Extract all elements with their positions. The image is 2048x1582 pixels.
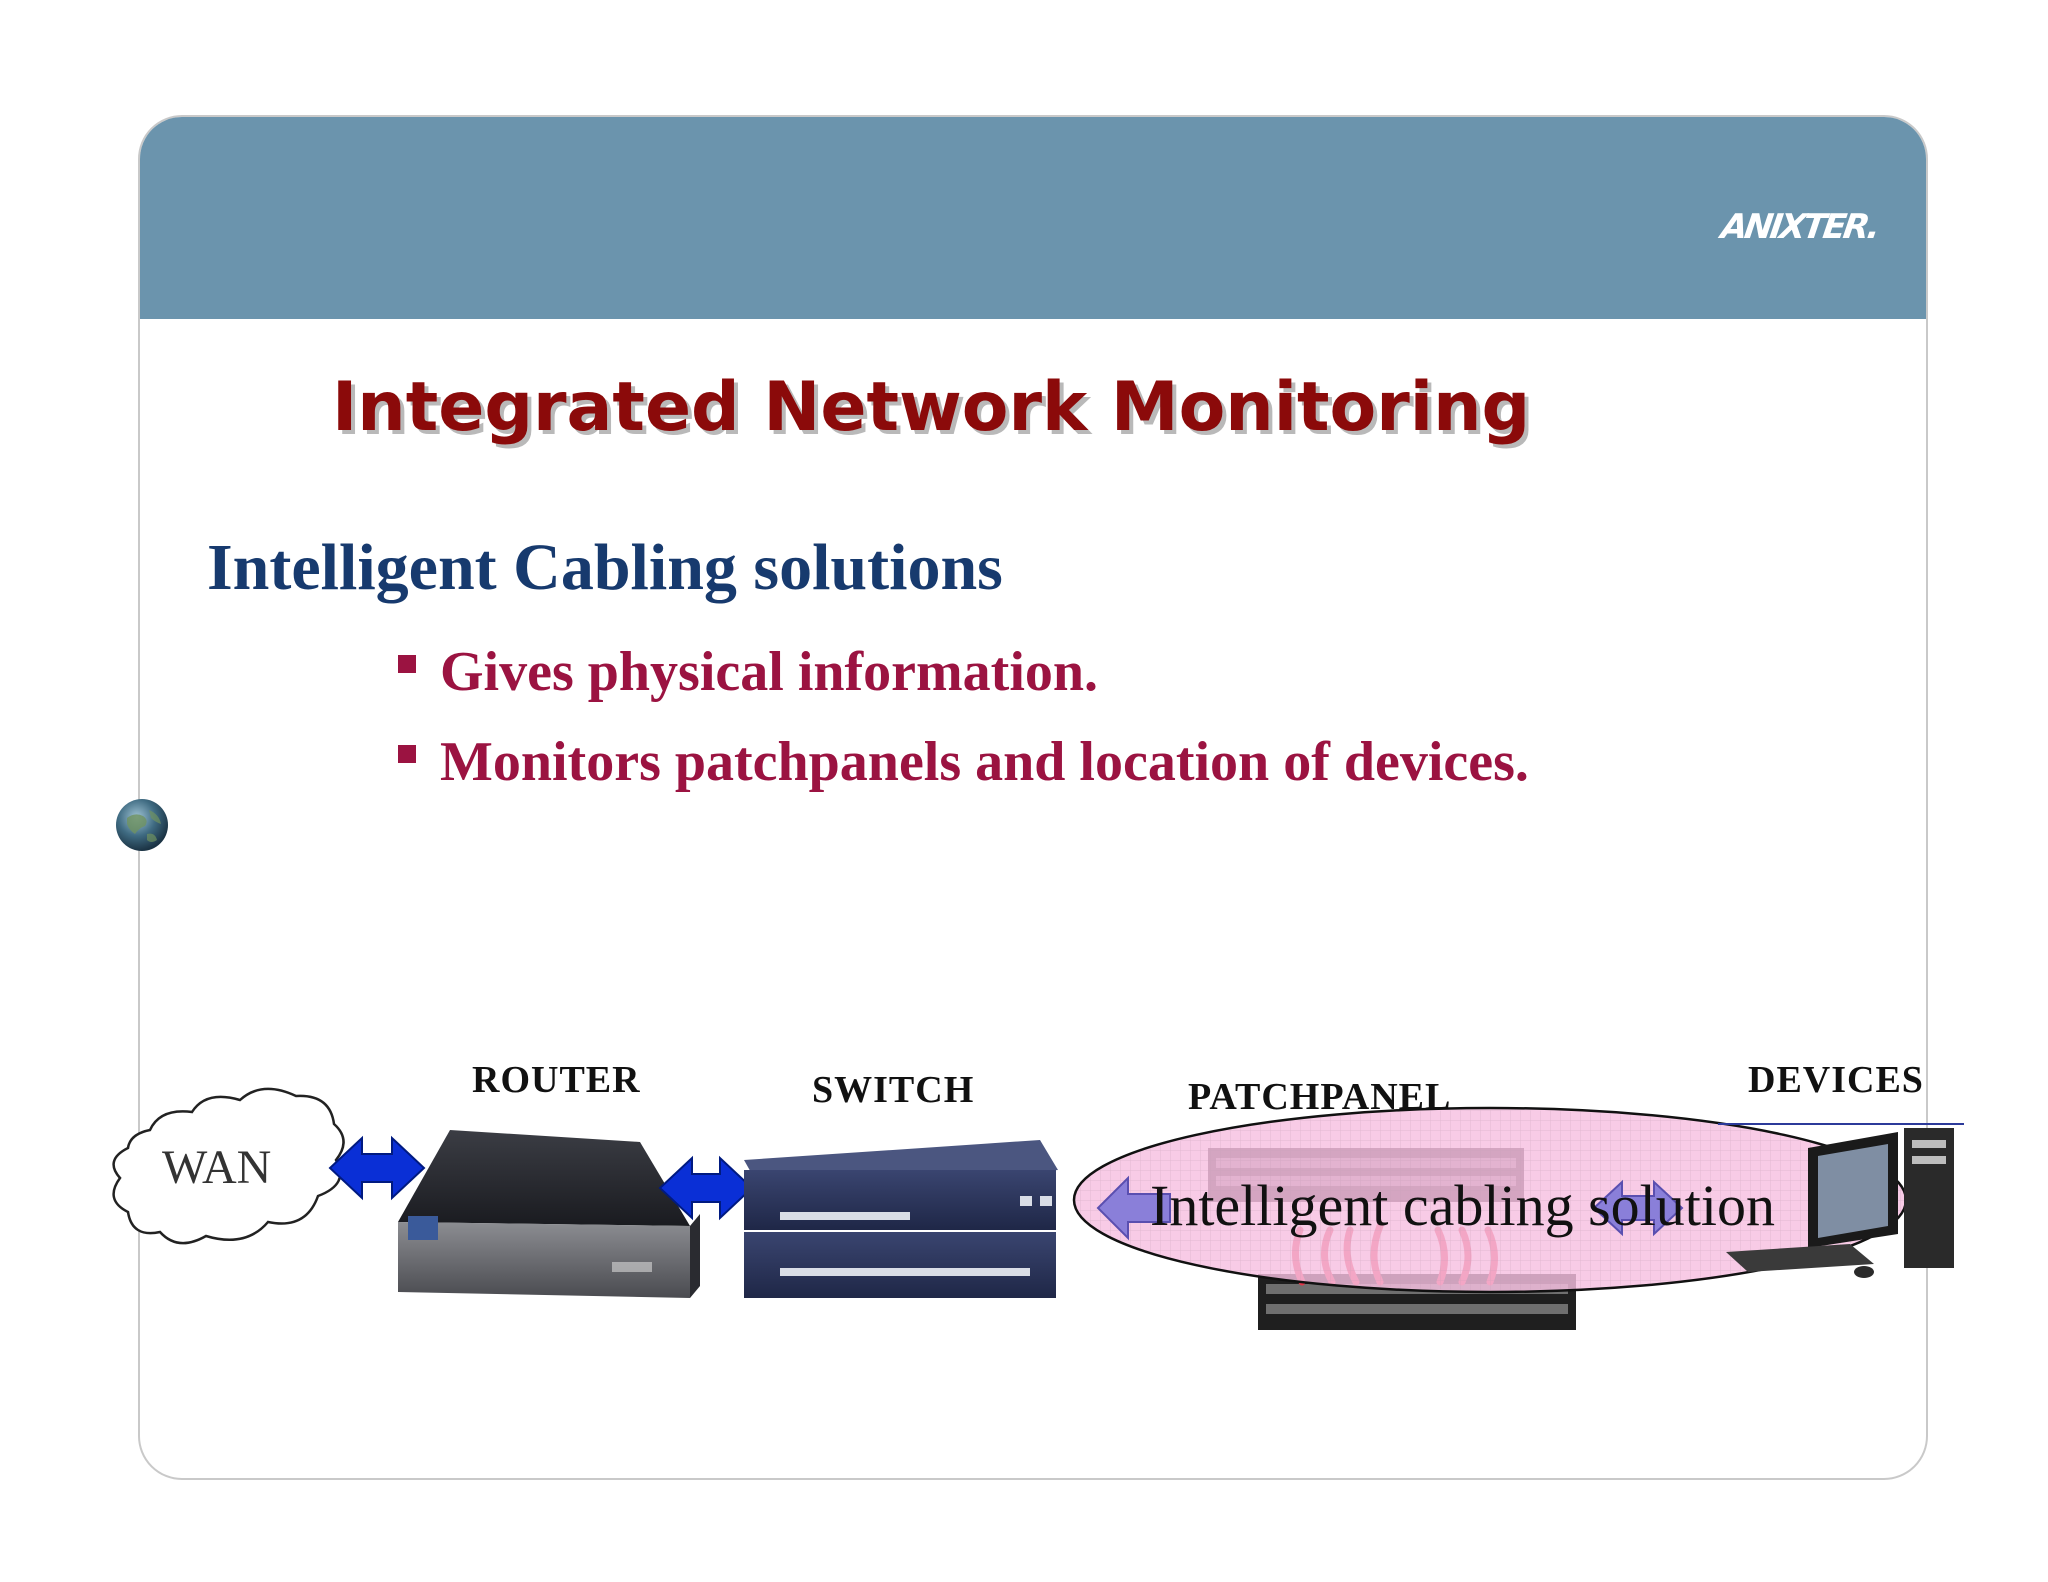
bullet-item: Gives physical information. — [398, 640, 1098, 704]
patchpanel-label: PATCHPANEL — [1188, 1076, 1452, 1118]
bullet-text: Gives physical information. — [440, 641, 1099, 703]
anixter-logo: ANIXTER. — [1718, 207, 1880, 247]
bullet-square-icon — [398, 655, 416, 673]
bullet-item: Monitors patchpanels and location of dev… — [398, 730, 1529, 794]
intelligent-cabling-label: Intelligent cabling solution — [1150, 1173, 1776, 1238]
globe-icon — [116, 799, 168, 851]
slide-title: Integrated Network Monitoring — [332, 368, 1531, 447]
slide-frame: ANIXTER. — [138, 115, 1928, 1480]
header-band: ANIXTER. — [140, 117, 1926, 319]
slide-subtitle: Intelligent Cabling solutions — [207, 531, 1003, 604]
router-label: ROUTER — [472, 1059, 641, 1101]
wan-label: WAN — [162, 1141, 272, 1194]
bullet-square-icon — [398, 745, 416, 763]
switch-label: SWITCH — [812, 1069, 975, 1111]
bullet-text: Monitors patchpanels and location of dev… — [440, 731, 1529, 793]
devices-label: DEVICES — [1748, 1059, 1924, 1101]
